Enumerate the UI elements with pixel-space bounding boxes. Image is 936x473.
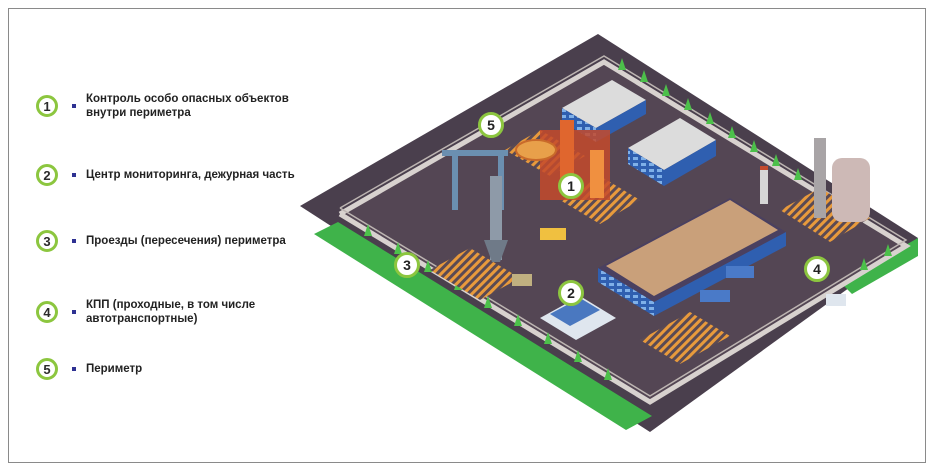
truck	[826, 294, 846, 306]
legend-text-5: Периметр	[86, 363, 143, 375]
trees	[364, 58, 892, 380]
marker-2: 2	[558, 280, 584, 306]
bullet-icon	[72, 239, 76, 243]
marker-4: 4	[804, 256, 830, 282]
legend-text-3: Проезды (пересечения) периметра	[86, 235, 286, 247]
hatched-zone	[640, 312, 730, 364]
bullet-icon	[72, 310, 76, 314]
marker-5: 5	[478, 112, 504, 138]
crane-tower	[442, 150, 508, 262]
chimneys	[760, 138, 870, 222]
perimeter-fence-top	[339, 55, 908, 397]
site-ground	[340, 62, 906, 402]
legend-badge-4: 4	[36, 301, 58, 323]
legend-badge-1: 1	[36, 95, 58, 117]
legend-badge-3: 3	[36, 230, 58, 252]
truck	[540, 228, 566, 240]
bullet-icon	[72, 173, 76, 177]
legend-text-2: Центр мониторинга, дежурная часть	[86, 169, 295, 181]
warehouse-2	[628, 118, 716, 186]
bullet-icon	[72, 104, 76, 108]
legend-item-2: 2 Центр мониторинга, дежурная часть	[36, 164, 295, 186]
legend-item-4: 4 КПП (проходные, в том числе автотрансп…	[36, 298, 366, 326]
truck	[700, 290, 730, 302]
legend-item-3: 3 Проезды (пересечения) периметра	[36, 230, 286, 252]
legend-badge-5: 5	[36, 358, 58, 380]
legend-item-1: 1 Контроль особо опасных объектов внутри…	[36, 92, 296, 120]
truck	[512, 274, 532, 286]
truck	[726, 266, 754, 278]
legend-text-4: КПП (проходные, в том числе автотранспор…	[86, 299, 256, 325]
tank	[515, 139, 557, 161]
hatched-zone	[430, 248, 520, 300]
legend-badge-2: 2	[36, 164, 58, 186]
control-center	[540, 296, 616, 340]
marker-1: 1	[558, 173, 584, 199]
legend-text-1: Контроль особо опасных объектов внутри п…	[86, 93, 289, 119]
marker-3: 3	[394, 252, 420, 278]
legend-item-5: 5 Периметр	[36, 358, 142, 380]
bullet-icon	[72, 367, 76, 371]
main-building	[598, 198, 786, 316]
